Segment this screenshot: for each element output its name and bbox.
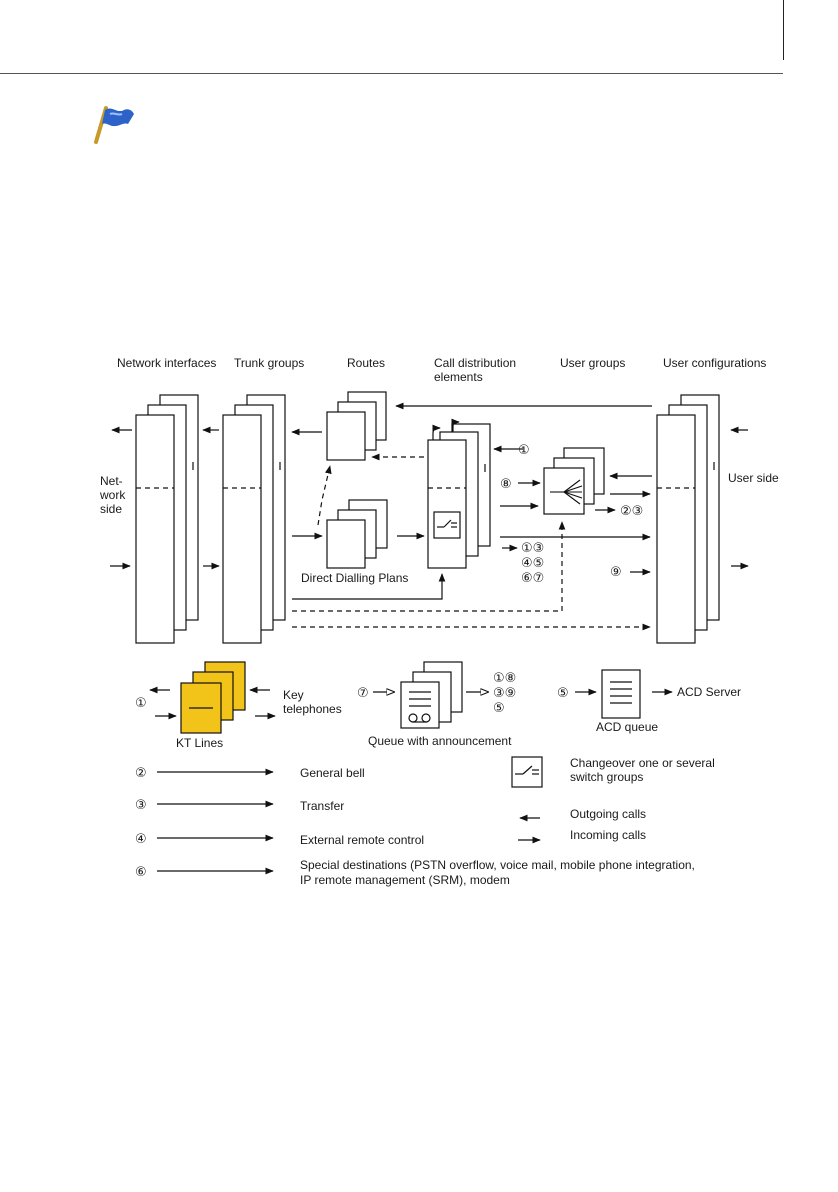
col-user-configurations: User configurations: [663, 356, 766, 370]
acd-queue-card: [601, 669, 641, 719]
network-interfaces-card-1: [135, 414, 175, 644]
queue-in-marker: ⑦: [357, 686, 369, 701]
kt-marker: ①: [135, 696, 147, 711]
legend-special-2: IP remote management (SRM), modem: [300, 873, 510, 887]
legend-outgoing: Outgoing calls: [570, 807, 646, 821]
user-config-card-1: [656, 414, 696, 644]
network-side-label-2: work: [99, 488, 126, 502]
fan-out-icon: [550, 479, 583, 505]
user-groups-card-1: [543, 467, 585, 515]
queue-card-front: [400, 681, 440, 729]
col-call-distribution-2: elements: [434, 370, 483, 384]
crop-mark: [783, 0, 784, 60]
trunk-groups-card-1: [222, 414, 262, 644]
key-telephones-label-2: telephones: [283, 702, 342, 716]
queue-label: Queue with announcement: [368, 734, 512, 748]
ddp-card-1: [326, 519, 366, 569]
user-side-label: User side: [728, 471, 779, 485]
marker-4-5: ④⑤: [521, 556, 544, 571]
acd-marker: ⑤: [557, 686, 569, 701]
legend-switch-icon: [511, 756, 543, 788]
marker-8: ⑧: [500, 477, 512, 492]
kt-lines-label: KT Lines: [176, 736, 223, 750]
direct-dialling-label: Direct Dialling Plans: [301, 571, 408, 585]
kt-card-1: [180, 682, 222, 734]
col-user-groups: User groups: [560, 356, 625, 370]
marker-2-3: ②③: [620, 504, 643, 519]
legend-transfer: Transfer: [300, 799, 344, 813]
queue-out-3: ⑤: [493, 701, 505, 716]
legend-incoming: Incoming calls: [570, 828, 646, 842]
legend-general-bell: General bell: [300, 766, 365, 780]
legend-transfer-marker: ③: [135, 798, 147, 813]
col-trunk-groups: Trunk groups: [234, 356, 304, 370]
marker-6-7: ⑥⑦: [521, 571, 544, 586]
acd-server-label: ACD Server: [677, 685, 741, 699]
tape-icon: [408, 713, 418, 723]
marker-1-3: ①③: [521, 541, 544, 556]
col-call-distribution: Call distribution: [434, 356, 516, 370]
network-side-label-3: side: [100, 502, 122, 516]
queue-out-2: ③⑨: [493, 686, 516, 701]
network-side-label-1: Net-: [100, 474, 123, 488]
header-rule: [0, 73, 783, 74]
acd-queue-label: ACD queue: [596, 720, 658, 734]
col-network-interfaces: Network interfaces: [117, 356, 216, 370]
col-routes: Routes: [347, 356, 385, 370]
queue-out-1: ①⑧: [493, 671, 516, 686]
marker-9: ⑨: [610, 565, 622, 580]
routes-card-1: [326, 411, 366, 461]
legend-special-marker: ⑥: [135, 865, 147, 880]
switch-icon: [433, 511, 461, 539]
legend-changeover-1: Changeover one or several: [570, 756, 715, 770]
legend-external: External remote control: [300, 833, 424, 847]
legend-changeover-2: switch groups: [570, 770, 643, 784]
legend-general-bell-marker: ②: [135, 766, 147, 781]
cde-card-1: [427, 439, 467, 569]
legend-special-1: Special destinations (PSTN overflow, voi…: [300, 858, 695, 872]
marker-1: ①: [518, 443, 530, 458]
flag-icon: [94, 106, 134, 144]
legend-external-marker: ④: [135, 832, 147, 847]
key-telephones-label-1: Key: [283, 688, 304, 702]
